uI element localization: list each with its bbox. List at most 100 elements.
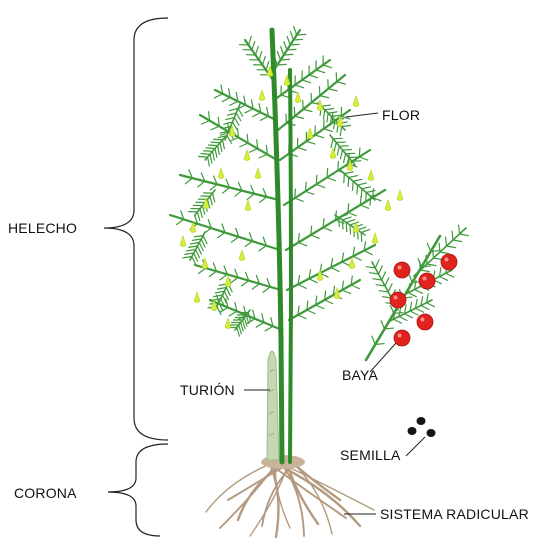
- fern-needle: [287, 49, 296, 50]
- fern-needle: [323, 65, 332, 68]
- fern-needle: [350, 222, 358, 225]
- fern-needle: [315, 135, 324, 138]
- fern-needle: [353, 179, 362, 181]
- berry-highlight: [398, 334, 402, 338]
- fern-needle: [194, 253, 198, 261]
- fern-needle: [379, 266, 383, 274]
- fern-needle: [284, 42, 287, 50]
- fern-needle: [218, 233, 225, 238]
- fern-needle: [331, 268, 339, 272]
- fern-needle: [227, 136, 232, 144]
- fern-needle: [199, 268, 206, 273]
- fern-needle: [359, 148, 360, 157]
- fern-needle: [259, 246, 266, 251]
- fern-needle: [235, 191, 242, 197]
- fern-needle: [196, 250, 200, 258]
- fern-needle: [290, 44, 299, 45]
- fern-needle: [239, 325, 242, 334]
- fern-needle: [226, 288, 230, 296]
- flower: [194, 292, 200, 303]
- label-helecho: HELECHO: [8, 220, 77, 236]
- fern-needle: [259, 154, 267, 157]
- fern-needle: [210, 184, 217, 190]
- label-baya: BAYA: [342, 367, 378, 383]
- fern-needle: [218, 146, 220, 155]
- fern-needle: [421, 306, 429, 310]
- fern-needle: [309, 279, 317, 283]
- fern-needle: [372, 336, 375, 344]
- fern-needle: [231, 278, 238, 283]
- fern-needle: [385, 278, 389, 286]
- fern-needle: [237, 328, 240, 337]
- fern-needle: [343, 217, 351, 220]
- fern-needle: [388, 284, 392, 292]
- flower: [295, 92, 301, 103]
- fern-needle: [323, 110, 324, 119]
- fern-needle: [281, 47, 284, 55]
- seed: [408, 427, 417, 435]
- fern-needle: [213, 151, 215, 160]
- fern-needle: [201, 239, 205, 247]
- fern-needle: [427, 303, 435, 307]
- fern-needle: [440, 252, 449, 254]
- fern-needle: [220, 143, 222, 152]
- fern-needle: [361, 189, 362, 198]
- fern-needle: [306, 191, 314, 194]
- fern-needle: [323, 228, 331, 231]
- fern-needle: [334, 143, 336, 152]
- fern-needle: [446, 237, 447, 246]
- fern-needle: [247, 194, 254, 200]
- root-system: [206, 464, 374, 537]
- fern-needle: [360, 205, 368, 208]
- berry: [417, 314, 433, 330]
- berry: [419, 273, 435, 289]
- fern-needle: [331, 139, 333, 148]
- fern-needle: [306, 182, 307, 191]
- fern-needle: [342, 262, 350, 266]
- flower: [180, 236, 186, 247]
- fern-needle: [222, 98, 230, 102]
- fern-needle: [303, 109, 312, 111]
- berry-highlight: [398, 266, 402, 270]
- fern-needle: [325, 108, 334, 109]
- fern-needle: [253, 113, 261, 117]
- fern-needle: [316, 70, 325, 73]
- fern-needle: [203, 236, 207, 244]
- berry-highlight: [421, 318, 425, 322]
- fern-needle: [320, 96, 329, 98]
- fern-needle: [351, 285, 359, 289]
- flower: [385, 200, 391, 211]
- fern-needle: [382, 272, 386, 280]
- root: [294, 464, 332, 534]
- fern-needle: [233, 122, 238, 130]
- fern-needle: [295, 116, 304, 118]
- flower: [397, 190, 403, 201]
- flower: [372, 233, 378, 244]
- berry-highlight: [394, 296, 398, 300]
- fern-needle: [259, 51, 262, 60]
- fern-needle: [263, 56, 266, 65]
- fern-needle: [211, 126, 219, 129]
- flower: [349, 258, 355, 269]
- fern-needle: [298, 315, 306, 319]
- fern-needle: [265, 326, 273, 331]
- fern-needle: [381, 321, 384, 329]
- fern-needle: [229, 311, 237, 316]
- fern-needle: [210, 154, 212, 163]
- fern-needle: [324, 129, 333, 132]
- label-corona: CORONA: [14, 485, 77, 501]
- fern-needle: [409, 274, 412, 282]
- fern-needle: [266, 61, 269, 70]
- fern-needle: [344, 174, 345, 183]
- fern-needle: [211, 142, 220, 143]
- fern-needle: [328, 89, 337, 91]
- second-stem: [290, 70, 291, 462]
- label-semilla: SEMILLA: [340, 447, 401, 463]
- fern-needle: [176, 219, 183, 224]
- fern-needle: [394, 319, 402, 323]
- fern-needle: [215, 149, 217, 158]
- fern-needle: [408, 293, 416, 297]
- fern-needle: [244, 318, 247, 327]
- fern-needle: [214, 139, 223, 140]
- fern-needle: [277, 52, 280, 60]
